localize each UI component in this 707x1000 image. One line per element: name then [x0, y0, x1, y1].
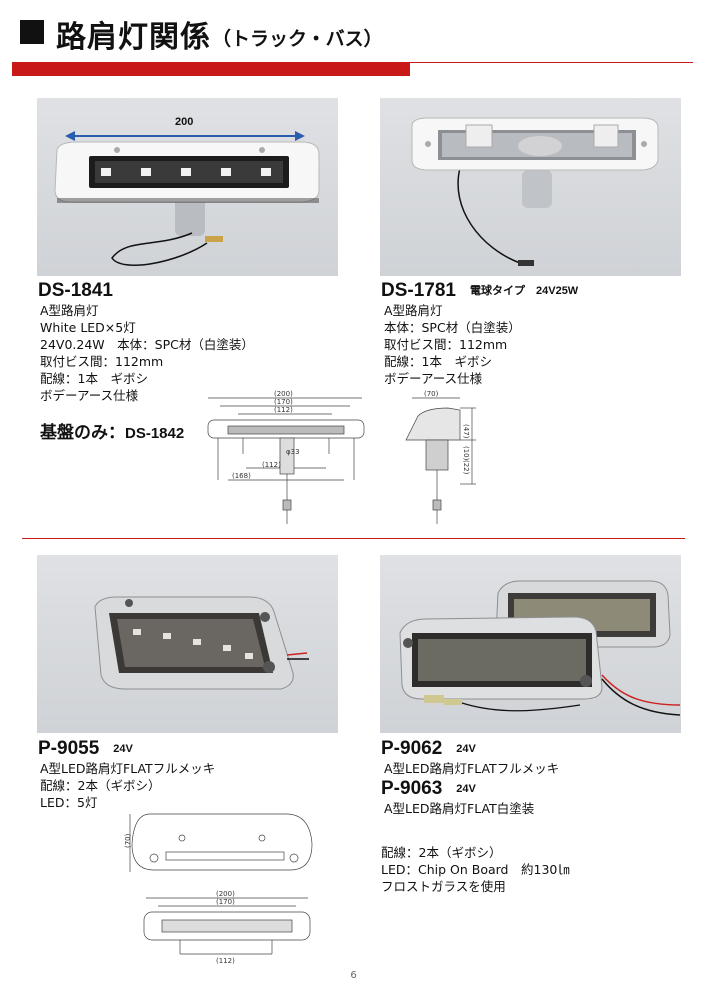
p9062-spec-line: A型LED路肩灯FLATフルメッキ — [384, 761, 560, 776]
p9055-dim-170: (170) — [216, 898, 235, 906]
p9055-photo — [37, 555, 338, 733]
ds1781-specs: A型路肩灯 本体：SPC材（白塗装） 取付ビス間：112mm 配線：1本 ギボシ… — [384, 302, 521, 387]
header-red-line — [410, 62, 693, 63]
shared-spec-line: 配線：2本（ギボシ） — [381, 845, 502, 860]
ds1841-spec-line: White LED×5灯 — [40, 320, 136, 335]
page-number: 6 — [350, 970, 357, 981]
ds1781-spec-line: 本体：SPC材（白塗装） — [384, 320, 521, 335]
ds1841-dim-phi: φ33 — [286, 448, 300, 456]
p9062-code-text: P-9062 — [381, 738, 443, 759]
header-square-bullet — [20, 20, 44, 44]
page-subtitle: （トラック・バス） — [212, 28, 383, 50]
p9055-product-code: P-9055 24V — [38, 738, 133, 760]
ds1781-dim-10: (10) — [462, 446, 470, 461]
ds1781-photo — [380, 98, 681, 276]
ds1841-spec-line: 配線：1本 ギボシ — [40, 371, 148, 386]
p9055-spec-line: 配線：2本（ギボシ） — [40, 778, 161, 793]
p9063-code-text: P-9063 — [381, 778, 443, 799]
ds1781-product-code: DS-1781 電球タイプ 24V25W — [381, 280, 578, 302]
base-only-text: 基盤のみ： — [40, 423, 125, 443]
header-red-bar — [12, 62, 410, 76]
ds1781-dim-47: (47) — [462, 424, 470, 439]
ds1841-spec-line: 取付ビス間：112mm — [40, 354, 164, 369]
base-only-code: DS-1842 — [125, 425, 185, 442]
ds1841-dim-112-top: (112) — [274, 406, 293, 414]
shared-spec-line: LED：Chip On Board 約130㏐ — [381, 862, 570, 877]
ds1781-dim-70: (70) — [424, 390, 439, 398]
p9055-spec-line: A型LED路肩灯FLATフルメッキ — [40, 761, 216, 776]
ds1841-photo: 200 — [37, 98, 338, 276]
ds1781-spec-line: 配線：1本 ギボシ — [384, 354, 492, 369]
p9055-voltage: 24V — [113, 743, 133, 755]
ds1841-specs: A型路肩灯 White LED×5灯 24V0.24W 本体：SPC材（白塗装）… — [40, 302, 254, 404]
section-divider — [22, 538, 685, 539]
p9055-spec-line: LED：5灯 — [40, 795, 98, 810]
p9063-spec-line: A型LED路肩灯FLAT白塗装 — [384, 801, 535, 816]
p9055-lamp-illustration — [94, 596, 309, 690]
p9063-product-code: P-9063 24V — [381, 778, 476, 800]
p9062-voltage: 24V — [456, 743, 476, 755]
ds1841-spec-line: 24V0.24W 本体：SPC材（白塗装） — [40, 337, 254, 352]
p9055-dim-112: (112) — [216, 957, 235, 965]
page-title: 路肩灯関係 — [56, 20, 211, 55]
ds1841-product-code: DS-1841 — [38, 280, 113, 302]
ds1781-technical-drawing: (70) (47) (10) (22) — [405, 390, 476, 524]
ds1781-code-text: DS-1781 — [381, 280, 456, 301]
p9063-voltage: 24V — [456, 783, 476, 795]
ds1841-dim-112-bottom: (112) — [262, 461, 281, 469]
ds1781-dim-22: (22) — [462, 460, 470, 475]
ds1841-technical-drawing: (200) (170) (112) φ33 (112) (168) — [207, 390, 365, 524]
p9062-p9063-photo — [380, 555, 681, 733]
base-only-label: 基盤のみ：DS-1842 — [40, 418, 184, 443]
ds1841-code-text: DS-1841 — [38, 280, 113, 301]
p9062-product-code: P-9062 24V — [381, 738, 476, 760]
ds1841-dim-170: (170) — [274, 398, 293, 406]
p9062-specs: A型LED路肩灯FLATフルメッキ — [384, 760, 559, 777]
p9063-specs: A型LED路肩灯FLAT白塗装 — [384, 800, 534, 817]
p9055-dim-70: (70) — [124, 833, 132, 848]
p9062-lamp-illustration — [399, 580, 681, 716]
ds1781-spec-line: A型路肩灯 — [384, 303, 443, 318]
p9055-code-text: P-9055 — [38, 738, 100, 759]
p9062-p9063-shared-specs: 配線：2本（ギボシ） LED：Chip On Board 約130㏐ フロストガ… — [381, 844, 570, 895]
ds1841-dim-200: (200) — [274, 390, 293, 398]
ds1781-spec-line: 取付ビス間：112mm — [384, 337, 508, 352]
ds1841-lamp-illustration — [54, 131, 320, 266]
ds1841-photo-dimension: 200 — [175, 116, 194, 128]
ds1841-dim-168: (168) — [232, 472, 251, 480]
ds1781-spec-line: ボデーアース仕様 — [384, 371, 483, 386]
ds1781-voltage: 電球タイプ 24V25W — [470, 285, 579, 297]
ds1841-spec-line: A型路肩灯 — [40, 303, 99, 318]
p9055-technical-drawing: (70) (200) (170) (112) — [124, 813, 313, 965]
ds1781-lamp-illustration — [411, 117, 659, 266]
shared-spec-line: フロストガラスを使用 — [381, 879, 506, 894]
p9055-specs: A型LED路肩灯FLATフルメッキ 配線：2本（ギボシ） LED：5灯 — [40, 760, 215, 811]
p9055-dim-200: (200) — [216, 890, 235, 898]
ds1841-spec-line: ボデーアース仕様 — [40, 388, 139, 403]
